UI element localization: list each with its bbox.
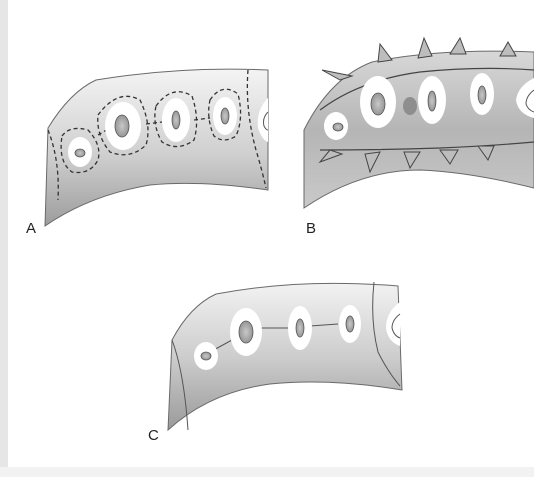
panel-label-c: C: [148, 427, 159, 444]
panel-c: C: [148, 282, 402, 444]
panel-label-b: B: [306, 220, 316, 237]
panel-a: A: [26, 69, 268, 237]
cell-body-b: [403, 97, 417, 115]
panel-label-a: A: [26, 220, 36, 237]
panel-b: B: [304, 38, 534, 237]
